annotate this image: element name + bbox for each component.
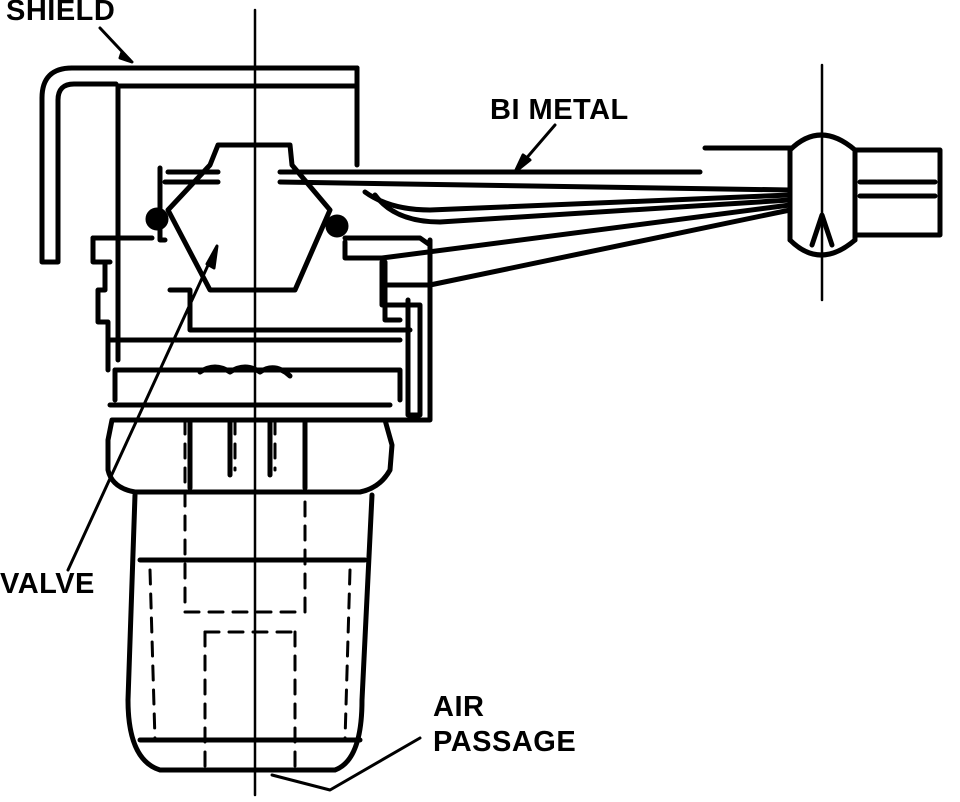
- passage-label: PASSAGE: [433, 726, 577, 758]
- lower-nut: [105, 417, 395, 495]
- valve-head: [145, 142, 349, 293]
- shield-label: SHIELD: [6, 0, 116, 27]
- shield: [39, 65, 360, 363]
- leader-bi-metal: [513, 123, 557, 174]
- leader-valve: [66, 244, 219, 572]
- bi-metal-arm: [277, 169, 793, 423]
- leader-shield: [98, 26, 134, 64]
- air-passage-body: [125, 492, 375, 773]
- bi-metal-label: BI METAL: [490, 94, 629, 126]
- bimetal-pivot-block: [702, 132, 943, 258]
- leader-air-passage: [270, 736, 422, 792]
- valve-label: VALVE: [0, 568, 95, 600]
- air-label: AIR: [433, 691, 485, 723]
- air-passage-hidden-lines: [148, 418, 352, 772]
- valve-body: [90, 235, 433, 408]
